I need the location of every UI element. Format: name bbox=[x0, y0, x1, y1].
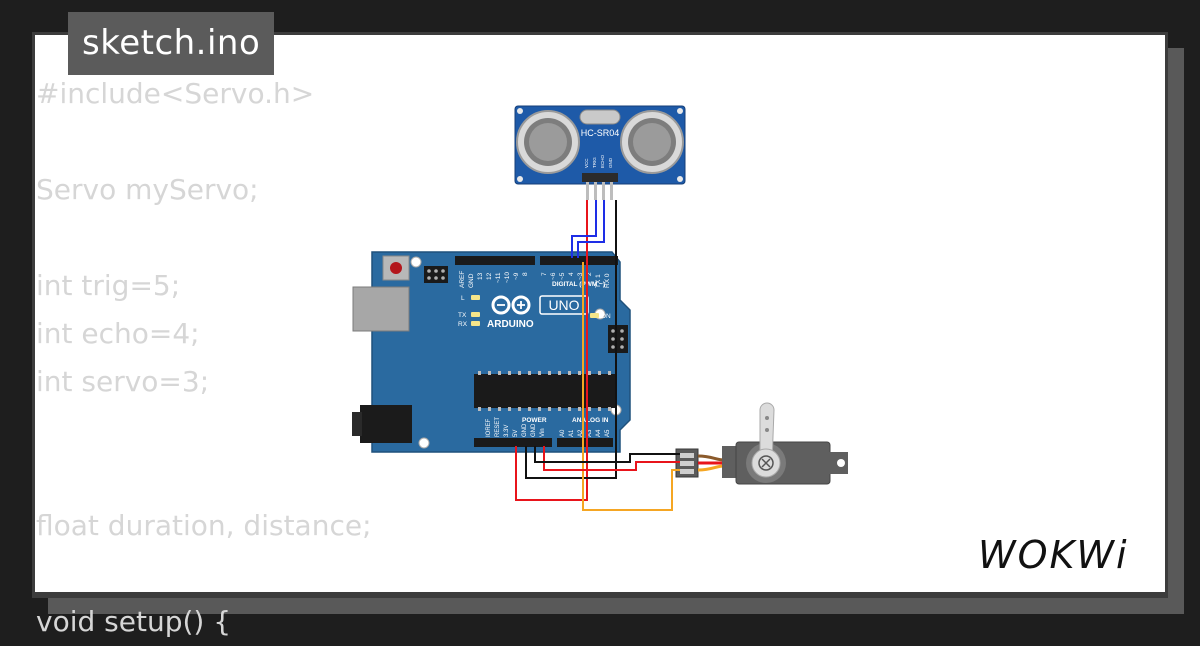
pin-label-gnd-d: GND bbox=[468, 273, 475, 288]
code-line-10: float duration, distance; bbox=[36, 509, 372, 542]
wire-gnd-sensor[interactable] bbox=[525, 200, 617, 479]
arduino-infinity-logo bbox=[491, 295, 531, 315]
power-jack bbox=[360, 405, 412, 443]
sensor-model-label: HC-SR04 bbox=[581, 128, 620, 138]
analog-header-label: ANALOG IN bbox=[572, 417, 609, 424]
power-header bbox=[474, 438, 552, 447]
board-model-label: UNO bbox=[548, 297, 579, 313]
servo-motor[interactable] bbox=[675, 402, 848, 485]
pin-label-4: 4 bbox=[568, 272, 575, 276]
board-brand-label: ARDUINO bbox=[487, 319, 534, 330]
pin-label-11: ~11 bbox=[495, 272, 502, 283]
led-rx bbox=[471, 321, 480, 326]
pin-label-12: 12 bbox=[486, 272, 493, 280]
atmega-chip bbox=[474, 374, 616, 408]
usb-port bbox=[352, 286, 410, 332]
analog-header bbox=[557, 438, 613, 447]
wire-servo-signal[interactable] bbox=[582, 262, 680, 511]
code-line-6: int echo=4; bbox=[36, 317, 200, 350]
led-tx bbox=[471, 312, 480, 317]
pin-label-3: ~3 bbox=[577, 272, 584, 280]
code-line-1: #include<Servo.h> bbox=[36, 77, 315, 110]
digital-header-right bbox=[540, 256, 618, 265]
servo-horn bbox=[759, 402, 775, 464]
pin-label-a3: A3 bbox=[587, 429, 593, 437]
pin-label-10: ~10 bbox=[504, 272, 511, 283]
pin-label-3v3: 3.3V bbox=[504, 425, 510, 437]
led-label-rx: RX bbox=[458, 321, 468, 328]
led-l bbox=[471, 295, 480, 300]
led-label-on: ON bbox=[601, 313, 611, 320]
wokwi-logo: WOKWi bbox=[978, 533, 1129, 576]
reset-button[interactable] bbox=[390, 262, 402, 274]
power-header-label: POWER bbox=[522, 417, 547, 424]
pin-label-7: 7 bbox=[541, 272, 548, 276]
crystal bbox=[579, 109, 621, 125]
led-on bbox=[590, 313, 599, 318]
pin-label-5: ~5 bbox=[559, 272, 566, 280]
pin-label-gnd-1: GND bbox=[522, 423, 528, 437]
pin-label-5v: 5V bbox=[513, 430, 519, 437]
left-transducer bbox=[516, 110, 580, 174]
wokwi-logo-text: WOKWi bbox=[978, 533, 1129, 576]
pin-label-a1: A1 bbox=[569, 429, 575, 437]
circuit-diagram: HC-SR04 VCC TRIG ECHO GND bbox=[32, 105, 1168, 598]
pin-label-rx: RX 0 bbox=[604, 273, 611, 288]
pin-label-a4: A4 bbox=[596, 429, 602, 437]
code-line-7: int servo=3; bbox=[36, 365, 210, 398]
right-transducer bbox=[620, 110, 684, 174]
wire-echo[interactable] bbox=[577, 200, 605, 258]
pin-label-a5: A5 bbox=[605, 429, 611, 437]
code-line-5: int trig=5; bbox=[36, 269, 181, 302]
digital-header-label: DIGITAL (PWM ~) bbox=[552, 281, 605, 288]
pin-label-gnd-2: GND bbox=[531, 423, 537, 437]
led-label-tx: TX bbox=[458, 312, 467, 319]
pin-label-vcc: VCC bbox=[584, 158, 589, 168]
wires bbox=[515, 200, 680, 511]
code-line-3: Servo myServo; bbox=[36, 173, 259, 206]
code-editor[interactable]: #include<Servo.h> Servo myServo; int trig=… bbox=[36, 70, 372, 646]
pin-label-13: 13 bbox=[477, 272, 484, 280]
pin-label-6: ~6 bbox=[550, 272, 557, 280]
ultrasonic-sensor[interactable]: HC-SR04 VCC TRIG ECHO GND bbox=[514, 105, 686, 200]
wire-servo-gnd[interactable] bbox=[534, 446, 680, 463]
pin-label-a2: A2 bbox=[578, 429, 584, 437]
pin-label-gnd: GND bbox=[608, 157, 613, 168]
pin-label-2: 2 bbox=[586, 272, 593, 276]
pin-label-reset: RESET bbox=[495, 417, 501, 437]
pin-label-8: 8 bbox=[522, 272, 529, 276]
arduino-uno-board[interactable]: AREF GND 13 12 ~11 ~10 ~9 8 7 ~6 ~5 4 ~3… bbox=[352, 251, 631, 453]
pin-label-9: ~9 bbox=[513, 272, 520, 280]
pin-label-tx: TX 1 bbox=[595, 274, 602, 288]
pin-label-aref: AREF bbox=[459, 271, 466, 288]
wire-trig[interactable] bbox=[571, 200, 597, 258]
pin-label-trig: TRIG bbox=[592, 157, 597, 168]
pin-label-vin: Vin bbox=[540, 428, 546, 437]
wire-vcc[interactable] bbox=[515, 200, 588, 501]
pin-label-ioref: IOREF bbox=[486, 418, 492, 437]
digital-header-left bbox=[455, 256, 535, 265]
pin-label-a0: A0 bbox=[560, 429, 566, 437]
file-tab[interactable]: sketch.ino bbox=[68, 12, 275, 75]
pin-label-echo: ECHO bbox=[600, 154, 605, 168]
card-bottom-edge bbox=[32, 592, 1168, 598]
led-label-l: L bbox=[461, 295, 465, 302]
